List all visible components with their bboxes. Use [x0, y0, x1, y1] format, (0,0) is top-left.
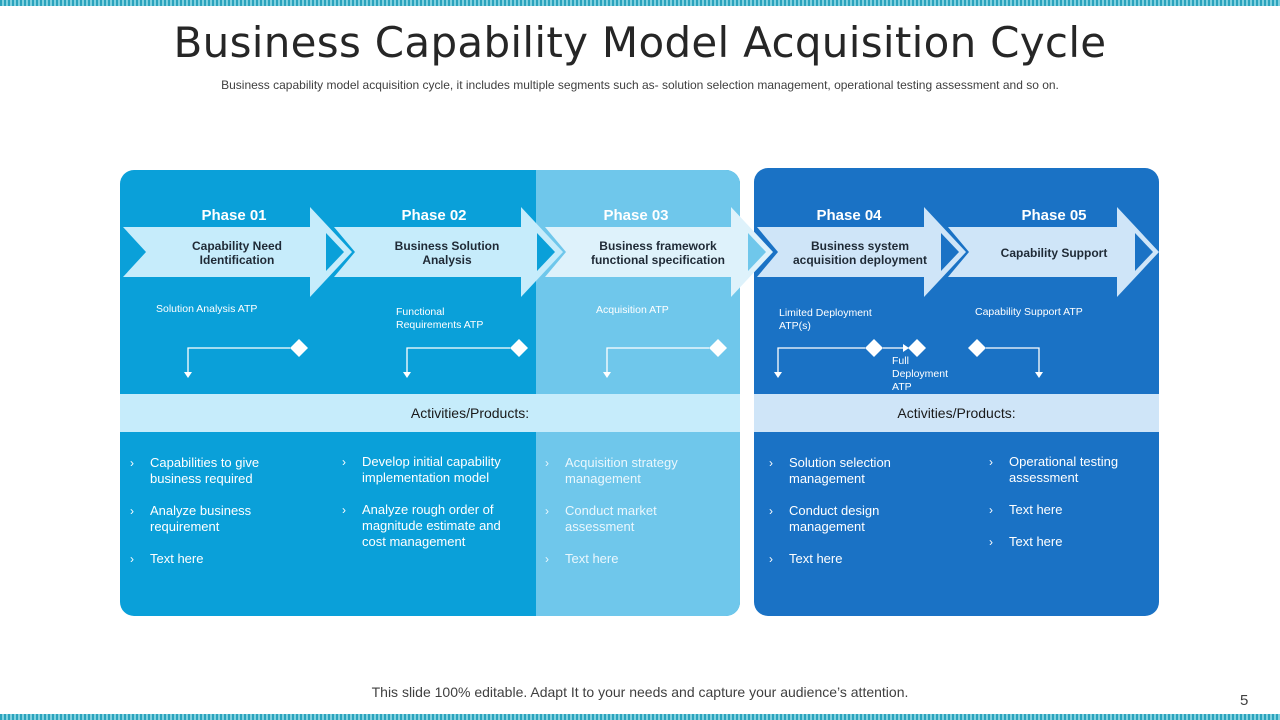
atp-label-4-full: Full Deployment ATP [892, 355, 948, 394]
chevron-right-icon: › [130, 456, 134, 470]
phase-2-desc-line-1: Business Solution [394, 239, 500, 253]
chevron-right-icon: › [130, 552, 134, 566]
phase-1-description: Capability Need Identification [152, 239, 322, 267]
activity-text: Text here [1009, 502, 1063, 517]
atp-label-1: Solution Analysis ATP [156, 303, 258, 315]
chevron-right-icon: › [769, 504, 773, 518]
phase-5-desc-line-1: Capability Support [1000, 246, 1108, 260]
chevron-right-icon: › [130, 504, 134, 518]
phase-4-desc-line-1: Business system [810, 239, 910, 253]
phase-4-description: Business system acquisition deployment [775, 239, 945, 267]
chevron-right-icon: › [989, 503, 993, 517]
activity-text: Conduct design management [789, 503, 880, 534]
activity-text: Text here [1009, 534, 1063, 549]
atp-label-4-line-1: Limited Deployment [779, 307, 872, 319]
chevron-right-icon: › [769, 456, 773, 470]
atp-label-4-line-2: ATP(s) [779, 320, 811, 332]
activities-list-phase-5: › Operational testing assessment › Text he… [989, 454, 1139, 566]
chevron-right-icon: › [342, 455, 346, 469]
phase-2-label: Phase 02 [401, 207, 467, 224]
activities-list-phase-1: ›Capabilities to give business required … [130, 455, 300, 583]
activity-item: › Text here [989, 502, 1139, 518]
phase-1-desc-line-1: Capability Need [191, 239, 283, 253]
chevron-right-icon: › [545, 456, 549, 470]
atp-label-3: Acquisition ATP [596, 304, 669, 316]
activity-text: Acquisition strategy management [565, 455, 678, 486]
activity-text: Text here [150, 551, 204, 566]
activity-item: › Text here [130, 551, 300, 567]
slide-subtitle: Business capability model acquisition cy… [221, 78, 1059, 92]
phase-2-description: Business Solution Analysis [362, 239, 532, 267]
activity-item: › Text here [545, 551, 715, 567]
atp-label-2-line-2: Requirements ATP [396, 319, 484, 331]
phase-3-description: Business framework functional specificat… [573, 239, 743, 267]
activity-item: › Text here [989, 534, 1139, 550]
activity-text: Text here [565, 551, 619, 566]
activities-list-phase-4: › Solution selection management › Conduct … [769, 455, 939, 583]
activity-text: Conduct market assessment [565, 503, 657, 534]
activity-item: › Text here [769, 551, 939, 567]
activity-text: Analyze rough order of magnitude estimat… [362, 502, 501, 549]
activities-list-phase-2: › Develop initial capability implementati… [342, 454, 522, 566]
atp-label-4-limited: Limited Deployment ATP(s) [779, 307, 872, 333]
phase-3-desc-line-1: Business framework [599, 239, 717, 253]
activity-item: › Capabilities to give business required [130, 455, 300, 487]
activity-item: › Conduct market assessment [545, 503, 715, 535]
phase-1-desc-line-2: Identification [199, 253, 275, 267]
phase-3-label: Phase 03 [603, 207, 669, 224]
chevron-right-icon: › [545, 504, 549, 518]
phase-1-label: Phase 01 [201, 207, 267, 224]
top-border-stripe [0, 0, 1280, 6]
activities-band-left: Activities/Products: [120, 394, 740, 432]
activity-text: Solution selection management [789, 455, 891, 486]
slide-title: Business Capability Model Acquisition Cy… [173, 18, 1107, 67]
activity-item: › Solution selection management [769, 455, 939, 487]
atp-label-4b-line-1: Full [892, 355, 909, 367]
chevron-right-icon: › [989, 455, 993, 469]
phase-2-desc-line-2: Analysis [422, 253, 472, 267]
activity-item: › Operational testing assessment [989, 454, 1139, 486]
phase-5-label: Phase 05 [1021, 207, 1087, 224]
bottom-border-stripe [0, 714, 1280, 720]
atp-label-4b-line-2: Deployment [892, 368, 949, 380]
chevron-right-icon: › [989, 535, 993, 549]
chevron-right-icon: › [545, 552, 549, 566]
activity-item: › Analyze rough order of magnitude estima… [342, 502, 522, 550]
activity-text: Operational testing assessment [1009, 454, 1119, 485]
footer-note: This slide 100% editable. Adapt It to yo… [371, 684, 909, 700]
activity-item: › Acquisition strategy management [545, 455, 715, 487]
activities-list-phase-3: › Acquisition strategy management › Conduc… [545, 455, 715, 583]
activity-text: Analyze business requirement [150, 503, 252, 534]
activity-text: Text here [789, 551, 843, 566]
atp-label-2: Functional Requirements ATP [396, 306, 483, 332]
atp-label-5: Capability Support ATP [975, 306, 1083, 318]
chevron-right-icon: › [342, 503, 346, 517]
activity-text: Capabilities to give business required [150, 455, 260, 486]
chevron-right-icon: › [769, 552, 773, 566]
page-number: 5 [1240, 692, 1249, 709]
phase-4-desc-line-2: acquisition deployment [792, 253, 927, 267]
atp-label-2-line-1: Functional [396, 306, 445, 318]
activities-label-left: Activities/Products: [410, 405, 530, 421]
phase-4-label: Phase 04 [816, 207, 882, 224]
phase-5-description: Capability Support [969, 246, 1139, 260]
activities-band-right: Activities/Products: [754, 394, 1159, 432]
phase-3-desc-line-2: functional specification [590, 253, 725, 267]
atp-label-4b-line-3: ATP [892, 381, 912, 393]
activity-item: › Analyze business requirement [130, 503, 300, 535]
activity-text: Develop initial capability implementatio… [362, 454, 501, 485]
activity-item: › Develop initial capability implementati… [342, 454, 522, 486]
activities-label-right: Activities/Products: [897, 405, 1016, 421]
activity-item: › Conduct design management [769, 503, 939, 535]
